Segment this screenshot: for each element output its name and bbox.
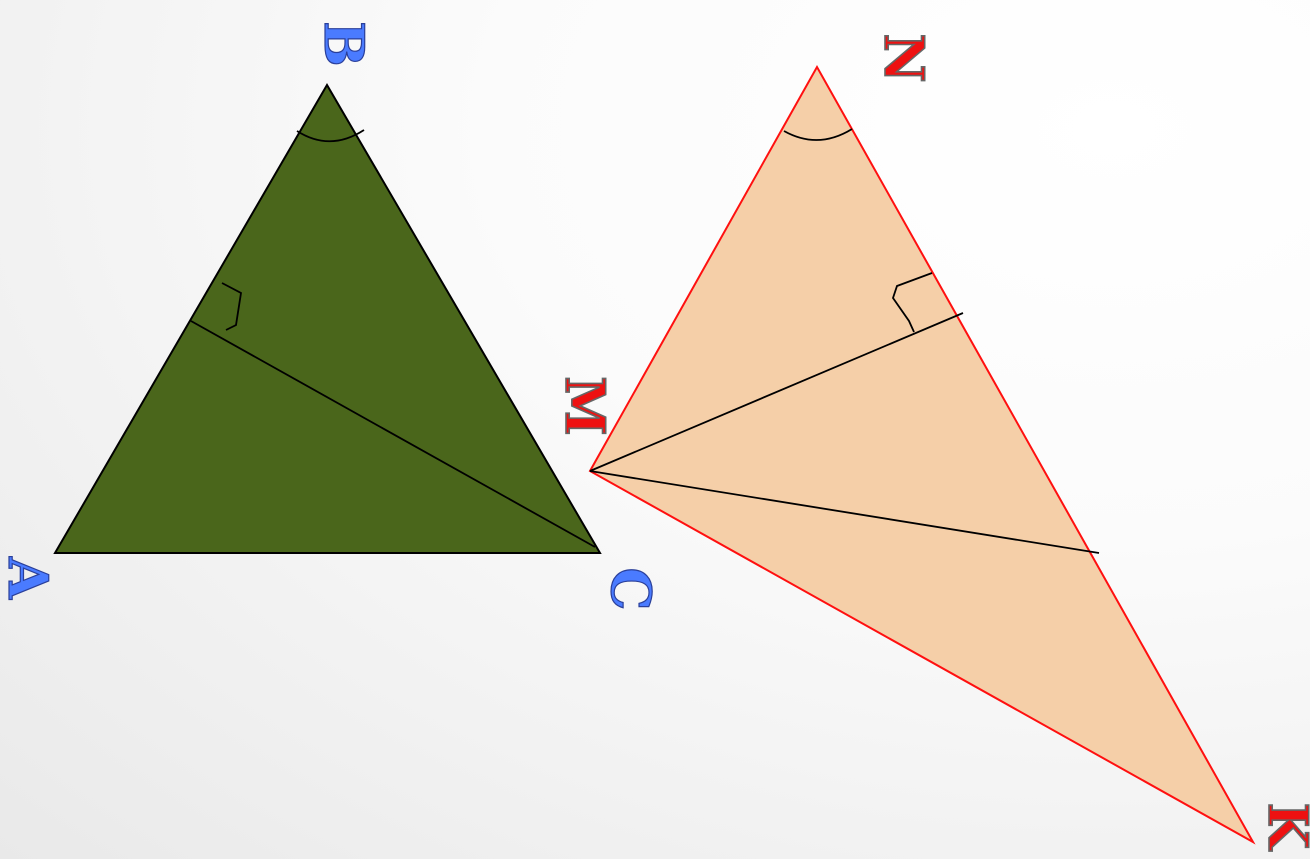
angle-mark-n <box>783 128 853 141</box>
angle-mark-abc-cevian <box>221 282 242 331</box>
triangle-abc <box>53 83 602 554</box>
triangle-abc-shape <box>53 83 602 554</box>
vertex-label-c: C <box>599 568 663 611</box>
angle-mark-b <box>296 129 365 143</box>
triangle-abc-cevian <box>190 320 596 548</box>
triangle-mnk <box>588 64 1256 845</box>
vertex-label-k: K <box>1256 803 1310 852</box>
vertex-label-m: M <box>553 376 617 436</box>
triangle-mnk-shape <box>588 64 1256 845</box>
angle-mark-mnk-cevian <box>892 272 933 333</box>
triangle-mnk-cevian-lower <box>589 470 1100 554</box>
triangle-mnk-cevian-upper <box>589 312 964 472</box>
vertex-label-b: B <box>312 21 376 67</box>
vertex-label-n: N <box>872 33 936 82</box>
vertex-label-a: A <box>0 556 60 600</box>
